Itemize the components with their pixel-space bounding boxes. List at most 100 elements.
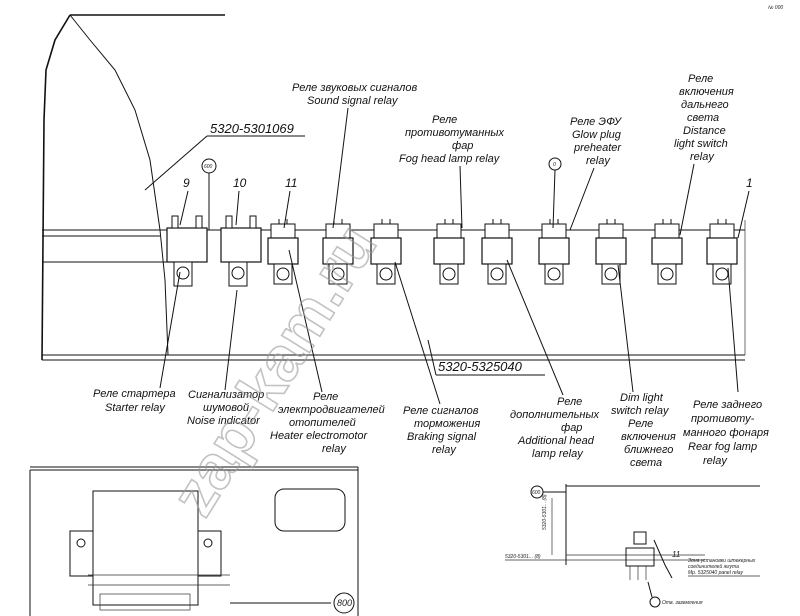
relay-large bbox=[220, 215, 262, 287]
detail-view: 600 5320-5301... (8) 5320-5301... (8) 11… bbox=[505, 484, 760, 608]
callout-11: 11 bbox=[285, 176, 297, 190]
callouts: 9 10 11 1 600 0 bbox=[179, 157, 753, 239]
callout-11-detail: 11 bbox=[672, 550, 680, 559]
callout-1: 1 bbox=[746, 176, 753, 190]
callout-600-top: 600 bbox=[204, 164, 213, 170]
svg-text:5320-5301... (8): 5320-5301... (8) bbox=[505, 554, 541, 560]
label-dim-light-relay: Dim light switch relay Реле включения бл… bbox=[611, 264, 676, 469]
svg-text:шумовой: шумовой bbox=[203, 402, 249, 414]
svg-text:preheater: preheater bbox=[573, 142, 622, 154]
svg-text:противотуманных: противотуманных bbox=[405, 127, 504, 139]
svg-text:ближнего: ближнего bbox=[624, 444, 673, 456]
callout-800: 800 bbox=[337, 598, 352, 608]
relay bbox=[706, 219, 738, 285]
relay bbox=[322, 219, 354, 285]
label-rear-fog-relay: Реле заднего противоту- манного фонаря R… bbox=[683, 267, 769, 467]
part-number-5320-5301069: 5320-5301069 bbox=[210, 121, 294, 136]
svg-text:фар: фар bbox=[561, 422, 582, 434]
svg-text:противоту-: противоту- bbox=[691, 413, 755, 425]
svg-text:Реле: Реле bbox=[557, 396, 582, 408]
part-number-panel: 5320-5325040 bbox=[427, 339, 545, 376]
svg-text:дальнего: дальнего bbox=[681, 99, 729, 111]
svg-text:Мр. 5325040 panel relay: Мр. 5325040 panel relay bbox=[688, 570, 744, 576]
bolt-icon bbox=[203, 538, 213, 548]
svg-text:света: света bbox=[630, 457, 662, 469]
label-sound-relay: Реле звуковых сигналов Sound signal rela… bbox=[292, 82, 417, 229]
svg-text:relay: relay bbox=[690, 151, 715, 163]
label-distance-light-relay: Реле включения дальнего света Distance l… bbox=[674, 73, 734, 236]
relay bbox=[433, 219, 465, 285]
svg-text:включения: включения bbox=[679, 86, 734, 98]
label-fog-relay: Реле противотуманных фар Fog head lamp r… bbox=[399, 114, 504, 229]
svg-text:Braking signal: Braking signal bbox=[407, 431, 477, 443]
part-number-bracket: 5320-5301069 bbox=[144, 121, 305, 191]
svg-text:дополнительных: дополнительных bbox=[510, 409, 600, 421]
svg-text:Реле заднего: Реле заднего bbox=[693, 399, 762, 411]
svg-text:Distance: Distance bbox=[683, 125, 726, 137]
callout-circle-800 bbox=[333, 592, 355, 614]
svg-text:5320-5301... (8): 5320-5301... (8) bbox=[542, 494, 548, 530]
corner-mark: № 000 bbox=[768, 5, 783, 11]
svg-text:электродвигателей: электродвигателей bbox=[278, 404, 385, 416]
relay bbox=[651, 219, 683, 285]
control-box-view: 800 bbox=[29, 466, 359, 616]
relay bbox=[595, 219, 627, 285]
cab-panel-outline bbox=[41, 14, 746, 361]
svg-text:Зона установки штекерных: Зона установки штекерных bbox=[688, 558, 756, 564]
svg-text:lamp relay: lamp relay bbox=[532, 448, 584, 460]
relay bbox=[481, 219, 513, 285]
svg-text:Rear fog lamp: Rear fog lamp bbox=[688, 441, 757, 453]
svg-text:Отв. заземления: Отв. заземления bbox=[662, 600, 703, 606]
ground-hole-icon bbox=[649, 596, 661, 608]
svg-text:Реле: Реле bbox=[313, 391, 338, 403]
svg-text:Реле: Реле bbox=[432, 114, 457, 126]
svg-text:Additional head: Additional head bbox=[517, 435, 595, 447]
svg-text:света: света bbox=[687, 112, 719, 124]
bolt-icon bbox=[76, 538, 86, 548]
window-cutout bbox=[274, 488, 346, 532]
svg-text:Реле: Реле bbox=[628, 418, 653, 430]
callout-600-detail: 600 bbox=[532, 490, 541, 496]
relay-large bbox=[166, 215, 208, 287]
svg-text:соединителей жгута: соединителей жгута bbox=[688, 563, 739, 570]
svg-text:включения: включения bbox=[621, 431, 676, 443]
svg-text:Реле сигналов: Реле сигналов bbox=[403, 405, 479, 417]
label-additional-lamp-relay: Реле дополнительных фар Additional head … bbox=[506, 259, 600, 460]
relay bbox=[267, 219, 299, 285]
callout-0: 0 bbox=[553, 162, 556, 168]
svg-text:отопителей: отопителей bbox=[289, 417, 356, 429]
svg-text:Fog head lamp relay: Fog head lamp relay bbox=[399, 153, 501, 165]
svg-text:switch relay: switch relay bbox=[611, 405, 670, 417]
svg-text:торможения: торможения bbox=[414, 418, 480, 430]
svg-text:Сигнализатор: Сигнализатор bbox=[188, 389, 264, 401]
part-number-5320-5325040: 5320-5325040 bbox=[438, 359, 523, 374]
svg-text:фар: фар bbox=[452, 140, 473, 152]
svg-text:light switch: light switch bbox=[674, 138, 728, 150]
label-starter-relay: Реле стартера Starter relay bbox=[93, 271, 181, 414]
svg-text:relay: relay bbox=[586, 155, 611, 167]
svg-text:Heater electromotor: Heater electromotor bbox=[270, 430, 369, 442]
detail-relay bbox=[633, 531, 647, 545]
svg-text:relay: relay bbox=[322, 443, 347, 455]
label-glow-plug-relay: Реле ЭФУ Glow plug preheater relay bbox=[569, 116, 622, 231]
label-noise-indicator: Сигнализатор шумовой Noise indicator bbox=[187, 289, 264, 427]
svg-text:relay: relay bbox=[432, 444, 457, 456]
svg-text:Sound signal relay: Sound signal relay bbox=[307, 95, 399, 107]
svg-text:Реле звуковых сигналов: Реле звуковых сигналов bbox=[292, 82, 417, 94]
svg-text:Noise indicator: Noise indicator bbox=[187, 415, 261, 427]
relay bbox=[370, 219, 402, 285]
relay bbox=[538, 219, 570, 285]
svg-text:Dim light: Dim light bbox=[620, 392, 664, 404]
control-box bbox=[92, 490, 199, 606]
callout-9: 9 bbox=[183, 176, 190, 190]
label-braking-relay: Реле сигналов торможения Braking signal … bbox=[394, 261, 480, 456]
svg-text:Starter relay: Starter relay bbox=[105, 402, 166, 414]
callout-10: 10 bbox=[233, 176, 247, 190]
svg-text:Реле стартера: Реле стартера bbox=[93, 388, 176, 400]
svg-text:Реле ЭФУ: Реле ЭФУ bbox=[570, 116, 622, 128]
svg-text:Реле: Реле bbox=[688, 73, 713, 85]
svg-text:Glow plug: Glow plug bbox=[572, 129, 622, 141]
label-heater-relay: Реле электродвигателей отопителей Heater… bbox=[270, 249, 385, 455]
svg-text:манного фонаря: манного фонаря bbox=[683, 427, 769, 439]
